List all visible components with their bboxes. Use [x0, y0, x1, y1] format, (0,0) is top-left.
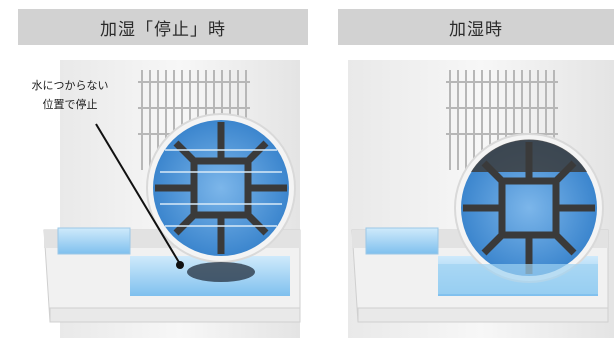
humidifier-stopped-illustration: [43, 60, 301, 338]
annotation-line-1: 水につからない: [31, 79, 109, 92]
annotation-text: 水につからない 位置で停止: [0, 76, 140, 114]
annotation-line-2: 位置で停止: [42, 98, 98, 111]
panel-heading: 加湿「停止」時: [18, 9, 308, 45]
annotation-pointer: [95, 123, 181, 265]
panel-humidifying-stopped: 加湿「停止」時: [0, 0, 308, 338]
panel-heading: 加湿時: [338, 9, 614, 45]
annotation-dot: [176, 261, 184, 269]
panel-humidifying: 加湿時: [308, 0, 614, 338]
humidifier-active-illustration: [348, 60, 614, 338]
filter-wheel: [454, 133, 604, 283]
filter-wheel: [146, 113, 296, 263]
